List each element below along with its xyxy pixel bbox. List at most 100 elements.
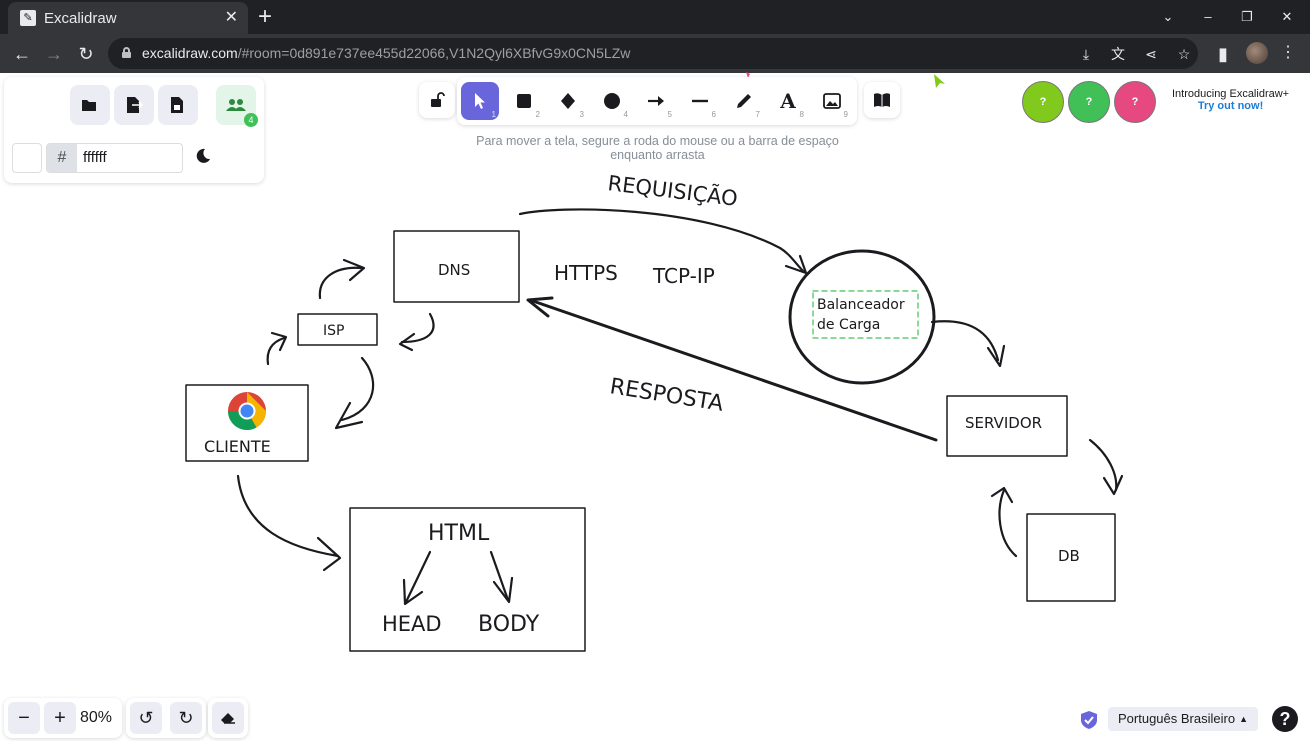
resposta-arrow[interactable] (528, 298, 938, 442)
promo-link[interactable]: Try out now! (1197, 100, 1264, 112)
canvas-background-hex-input[interactable]: # ffffff (46, 143, 183, 173)
excalidraw-plus-promo[interactable]: Introducing Excalidraw+ Try out now! (1172, 88, 1289, 112)
line-icon (692, 99, 708, 103)
line-tool[interactable]: 6 (681, 82, 719, 120)
isp-to-cliente-arrow[interactable] (340, 356, 375, 422)
tool-shortcut: 6 (711, 110, 716, 119)
close-tab-icon[interactable]: ✕ (224, 9, 238, 26)
html-to-body-arrow[interactable] (489, 550, 510, 602)
lock-tool-button[interactable] (419, 82, 455, 118)
excalidraw-canvas[interactable] (0, 73, 1310, 741)
language-select[interactable]: Português Brasileiro ▲ (1108, 707, 1258, 731)
cliente-to-isp-arrow[interactable] (266, 336, 286, 366)
requisicao-arrow[interactable] (518, 208, 806, 274)
collaborator-avatar[interactable]: ? (1114, 81, 1156, 123)
zoom-out-button[interactable]: − (8, 702, 40, 734)
lock-icon[interactable] (122, 47, 131, 58)
balanceador-circle[interactable] (788, 249, 936, 385)
isp-label: ISP (323, 323, 344, 339)
text-tool[interactable]: A 8 (769, 82, 807, 120)
shield-check-icon[interactable] (1080, 710, 1098, 730)
eraser-icon (221, 713, 235, 724)
dns-box[interactable] (393, 230, 520, 303)
balanceador-label-2: de Carga (817, 317, 880, 333)
cliente-box[interactable] (185, 384, 309, 462)
html-to-head-arrow[interactable] (404, 550, 432, 604)
image-tool[interactable]: 9 (813, 82, 851, 120)
share-icon[interactable]: ⋖ (1145, 46, 1157, 62)
redo-button[interactable]: ↻ (170, 702, 202, 734)
arrow-tool[interactable]: 5 (637, 82, 675, 120)
servidor-to-db-arrow[interactable] (1088, 438, 1118, 492)
isp-to-dns-arrow[interactable] (318, 266, 364, 300)
isp-box[interactable] (297, 313, 378, 346)
side-panel-icon[interactable]: ▮ (1218, 44, 1228, 64)
tab-search-icon[interactable]: ⌄ (1162, 9, 1174, 24)
forward-icon[interactable]: → (45, 44, 63, 64)
html-box[interactable] (349, 507, 586, 652)
zoom-level[interactable]: 80% (80, 709, 113, 726)
balanceador-label-1: Balanceador (817, 297, 905, 313)
remote-cursor-icon (746, 72, 750, 78)
zoom-in-button[interactable]: + (44, 702, 76, 734)
back-icon[interactable]: ← (13, 44, 31, 64)
reload-icon[interactable]: ↻ (78, 44, 94, 64)
address-bar[interactable]: excalidraw.com/#room=0d891e737ee455d2206… (108, 38, 1198, 69)
browser-menu-icon[interactable]: ⋮ (1280, 44, 1296, 61)
draw-tool[interactable]: 7 (725, 82, 763, 120)
export-file-icon (127, 97, 143, 113)
export-image-button[interactable] (158, 85, 198, 125)
tool-shortcut: 9 (843, 110, 848, 119)
rectangle-icon (517, 94, 531, 108)
balanceador-to-servidor-arrow[interactable] (930, 320, 1000, 362)
diamond-tool[interactable]: 3 (549, 82, 587, 120)
dark-mode-moon-icon[interactable] (194, 147, 212, 165)
dns-to-isp-arrow[interactable] (400, 312, 435, 344)
db-to-servidor-arrow[interactable] (998, 488, 1018, 558)
library-button[interactable] (864, 82, 900, 118)
db-box[interactable] (1026, 513, 1116, 602)
image-icon (823, 93, 841, 109)
servidor-label: SERVIDOR (965, 414, 1042, 432)
users-icon (226, 99, 246, 111)
ellipse-tool[interactable]: 4 (593, 82, 631, 120)
https-label: HTTPS (554, 261, 618, 285)
remote-cursor-icon (934, 74, 945, 88)
html-label: HTML (428, 521, 490, 546)
book-icon (874, 93, 890, 107)
minimize-icon[interactable]: – (1204, 9, 1212, 24)
canvas-actions-panel: 4 # ffffff (4, 77, 264, 183)
help-button[interactable]: ? (1272, 706, 1298, 732)
rectangle-tool[interactable]: 2 (505, 82, 543, 120)
pencil-icon (737, 94, 751, 108)
canvas-background-swatch[interactable] (12, 143, 42, 173)
save-button[interactable] (114, 85, 154, 125)
new-tab-button[interactable]: + (258, 3, 273, 30)
folder-open-icon (82, 100, 96, 111)
open-button[interactable] (70, 85, 110, 125)
tool-shortcut: 8 (799, 110, 804, 119)
collaborator-avatar[interactable]: ? (1068, 81, 1110, 123)
language-value: Português Brasileiro (1118, 711, 1236, 726)
bookmark-star-icon[interactable]: ☆ (1177, 46, 1191, 62)
profile-avatar[interactable] (1246, 42, 1268, 64)
clear-canvas-button[interactable] (212, 702, 244, 734)
browser-tab[interactable]: ✎ Excalidraw ✕ (8, 2, 248, 34)
close-window-icon[interactable]: ✕ (1281, 9, 1293, 24)
install-icon[interactable]: ⤓ (1082, 46, 1090, 62)
tool-shortcut: 7 (755, 110, 760, 119)
cliente-to-html-arrow[interactable] (236, 474, 340, 558)
undo-button[interactable]: ↺ (130, 702, 162, 734)
head-label: HEAD (382, 612, 442, 636)
history-controls: ↺ ↻ (126, 698, 206, 738)
body-label: BODY (478, 612, 540, 637)
collaborator-avatar[interactable]: ? (1022, 81, 1064, 123)
url-path: /#room=0d891e737ee455d22066,V1N2Qyl6XBfv… (237, 45, 631, 61)
translate-icon[interactable]: 文 (1111, 46, 1125, 62)
tool-shortcut: 5 (667, 110, 672, 119)
servidor-box[interactable] (946, 395, 1068, 457)
selection-outline (812, 290, 919, 339)
restore-icon[interactable]: ❐ (1241, 9, 1253, 24)
selection-tool[interactable]: 1 (461, 82, 499, 120)
live-collaboration-button[interactable]: 4 (216, 85, 258, 127)
